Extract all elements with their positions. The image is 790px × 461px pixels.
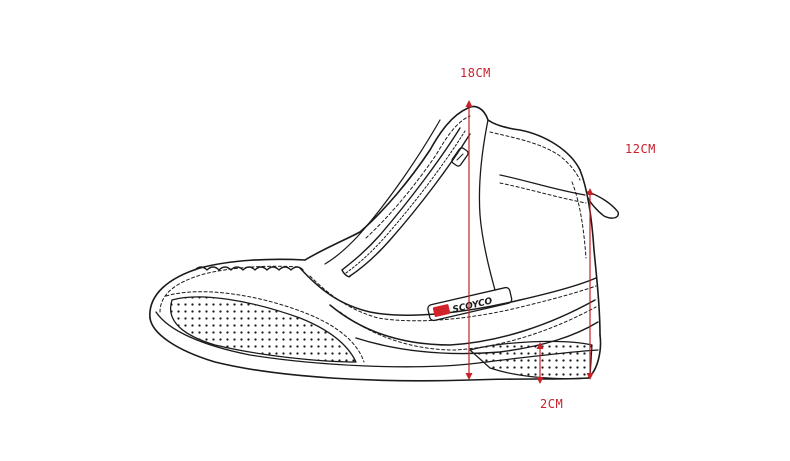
zipper-surround-panel: [324, 119, 441, 265]
shaft-front-edge: [359, 107, 469, 233]
toe-cap-outline: [149, 258, 306, 319]
dimension-label-height: 18CM: [460, 66, 491, 80]
toe-perforations: [170, 296, 356, 362]
toe-panel-stitch: [165, 291, 365, 363]
dimension-label-shaft: 12CM: [625, 142, 656, 156]
shaft-panel-divider: [499, 174, 586, 196]
zipper-pull: [451, 147, 469, 167]
zipper-teeth: [345, 130, 466, 274]
swoosh-band-lower: [355, 321, 599, 355]
shaft-top-collar: [467, 105, 581, 171]
shaft-rear-edge: [579, 169, 601, 336]
shaft-front-stitch: [365, 115, 471, 239]
swoosh-band-stitch: [339, 306, 597, 351]
pull-tab: [587, 191, 619, 219]
dimension-line-sole: [536, 342, 544, 384]
dimension-line-height: [465, 100, 473, 380]
vamp-upper-edge: [304, 231, 361, 261]
zipper-end: [341, 269, 351, 278]
shaft-panel-divider-stitch: [499, 182, 587, 204]
zipper-track-right: [349, 133, 471, 277]
shaft-rear-stitch: [571, 181, 587, 259]
dimension-line-shaft: [586, 188, 594, 380]
swoosh-band: [329, 299, 596, 346]
zipper-track-left: [341, 127, 461, 271]
shaft-collar-stitch: [489, 131, 581, 181]
dimension-label-sole: 2CM: [540, 397, 564, 411]
toe-scallop-trim: [194, 266, 304, 271]
brand-logo-text: SCOYCO: [452, 296, 494, 315]
shaft-inner-flap: [478, 119, 496, 291]
toe-cap-stitch: [159, 265, 301, 313]
vamp-side-stitch: [309, 275, 597, 322]
